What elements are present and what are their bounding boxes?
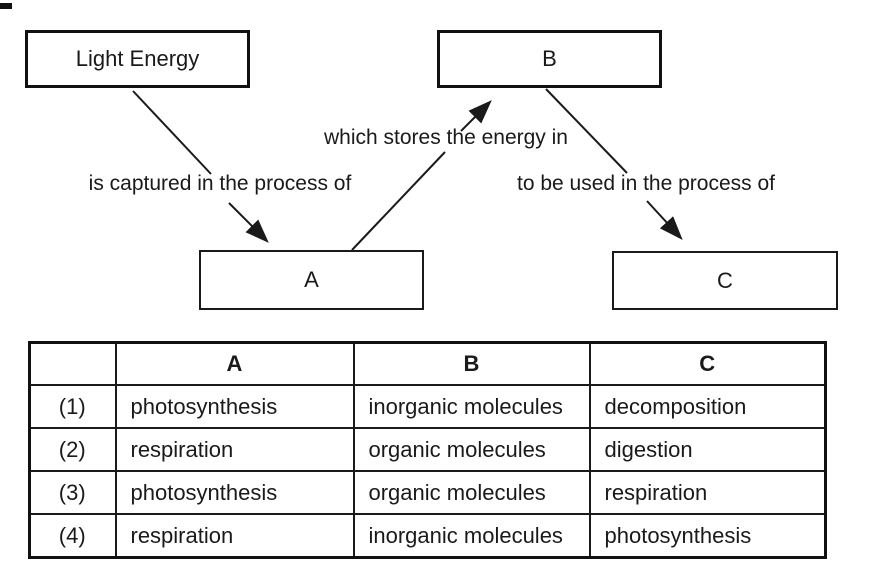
choice-number: (4) xyxy=(28,513,117,559)
cell-b: organic molecules xyxy=(352,427,591,472)
answer-table: A B C (1) photosynthesis inorganic molec… xyxy=(28,341,827,559)
choice-number: (3) xyxy=(28,470,117,515)
header-blank xyxy=(28,341,117,386)
box-b: B xyxy=(437,30,662,88)
arrow-b-to-c-head xyxy=(646,200,683,240)
choice-number: (1) xyxy=(28,384,117,429)
cell-c: photosynthesis xyxy=(588,513,827,559)
box-c: C xyxy=(612,251,838,310)
cell-b: inorganic molecules xyxy=(352,384,591,429)
arrow-a-to-b-line xyxy=(351,151,446,251)
cell-b: inorganic molecules xyxy=(352,513,591,559)
table-header-row: A B C xyxy=(28,341,827,386)
box-c-label: C xyxy=(717,267,733,293)
scan-artifact-mark xyxy=(0,3,12,9)
arrow-light-to-a-head xyxy=(228,202,269,243)
cell-a: respiration xyxy=(114,513,355,559)
box-a: A xyxy=(199,250,424,310)
table-row: (1) photosynthesis inorganic molecules d… xyxy=(28,384,827,429)
cell-b: organic molecules xyxy=(352,470,591,515)
table-row: (2) respiration organic molecules digest… xyxy=(28,427,827,472)
arrow-a-to-b-head xyxy=(460,100,492,132)
header-a: A xyxy=(114,341,355,386)
box-light-energy-label: Light Energy xyxy=(75,46,200,71)
table-row: (3) photosynthesis organic molecules res… xyxy=(28,470,827,515)
cell-a: photosynthesis xyxy=(114,384,355,429)
arrow-b-to-c-line xyxy=(545,88,628,174)
edge-label-use: to be used in the process of xyxy=(517,172,775,195)
arrow-light-to-a-line xyxy=(132,90,212,175)
table-row: (4) respiration inorganic molecules phot… xyxy=(28,513,827,559)
cell-c: digestion xyxy=(588,427,827,472)
header-b: B xyxy=(352,341,591,386)
box-b-label: B xyxy=(542,46,557,71)
choice-number: (2) xyxy=(28,427,117,472)
box-a-label: A xyxy=(304,267,319,292)
cell-c: decomposition xyxy=(588,384,827,429)
edge-label-store: which stores the energy in xyxy=(324,126,568,149)
box-light-energy: Light Energy xyxy=(25,30,250,88)
header-c: C xyxy=(588,341,827,386)
cell-c: respiration xyxy=(588,470,827,515)
cell-a: respiration xyxy=(114,427,355,472)
cell-a: photosynthesis xyxy=(114,470,355,515)
edge-label-capture: is captured in the process of xyxy=(88,172,352,195)
